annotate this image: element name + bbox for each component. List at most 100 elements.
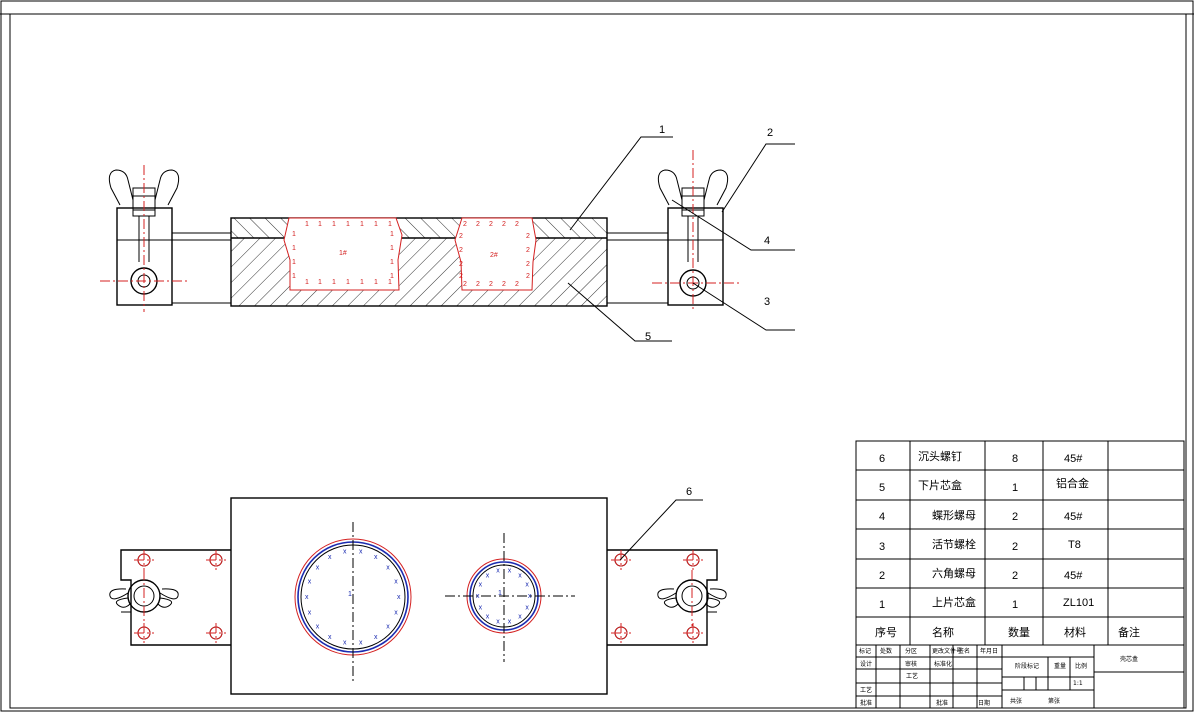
vent-mark: x	[374, 554, 378, 561]
svg-text:日期: 日期	[978, 699, 990, 707]
cavity-mark: 2	[526, 247, 530, 254]
cavity-mark: 1	[374, 221, 378, 228]
cavity-mark: 1	[360, 221, 364, 228]
cavity-mark: 1	[318, 221, 322, 228]
parts-row: 4 蝶形螺母 2 45#	[879, 508, 1083, 523]
vent-mark: x	[386, 624, 390, 631]
title-block: 标记 处数 分区 更改文件号 签名 年月日 设计 标准化 审核 工艺 工艺 批准…	[855, 644, 1185, 709]
parts-row: 5 下片芯盒 1 铝合金	[879, 476, 1089, 494]
cavity-mark: 1	[318, 279, 322, 286]
leader-lines-front	[567, 136, 795, 342]
svg-text:上片芯盒: 上片芯盒	[932, 595, 976, 609]
cavity-1-plan	[294, 522, 412, 682]
cavity-mark: 2	[526, 273, 530, 280]
cavity-2-plan	[445, 533, 575, 662]
drawing-frame	[9, 13, 1187, 709]
callout-4: 4	[764, 235, 770, 247]
svg-text:工艺: 工艺	[860, 686, 872, 694]
svg-text:45#: 45#	[1064, 511, 1083, 523]
cavity-1-center-mark: 1	[348, 591, 352, 598]
svg-text:共张: 共张	[1010, 697, 1022, 705]
svg-text:45#: 45#	[1064, 570, 1083, 582]
svg-text:处数: 处数	[880, 647, 892, 655]
cavity-mark: 1	[388, 221, 392, 228]
vent-mark: x	[343, 549, 347, 556]
cavity-mark: 2	[502, 221, 506, 228]
svg-text:1: 1	[879, 599, 885, 611]
svg-text:六角螺母: 六角螺母	[932, 567, 976, 580]
cavity-mark: 1	[388, 279, 392, 286]
svg-text:蝶形螺母: 蝶形螺母	[932, 508, 976, 522]
svg-text:沉头螺钉: 沉头螺钉	[918, 450, 962, 463]
svg-text:T8: T8	[1068, 539, 1081, 551]
vent-mark: x	[328, 554, 332, 561]
vent-mark: x	[479, 582, 483, 589]
cavity-mark: 2	[526, 233, 530, 240]
svg-text:重量: 重量	[1054, 662, 1066, 670]
svg-text:批准: 批准	[936, 699, 948, 707]
callout-2: 2	[767, 127, 773, 139]
vent-mark: x	[394, 610, 398, 617]
cavity-mark: 2	[463, 221, 467, 228]
svg-text:2: 2	[879, 570, 885, 582]
vent-mark: x	[476, 593, 480, 600]
vent-mark: x	[508, 568, 512, 575]
svg-text:更改文件号: 更改文件号	[932, 647, 962, 655]
vent-mark: x	[518, 573, 522, 580]
cavity-mark: 1	[332, 279, 336, 286]
parts-row: 3 活节螺栓 2 T8	[879, 537, 1081, 553]
vent-mark: x	[479, 604, 483, 611]
vent-mark: x	[386, 564, 390, 571]
cavity-2	[455, 218, 536, 290]
cavity-mark: 2	[489, 281, 493, 288]
vent-mark: x	[305, 594, 309, 601]
cavity-mark: 2	[489, 221, 493, 228]
svg-text:标记: 标记	[859, 647, 871, 655]
cavity-mark: 1	[292, 245, 296, 252]
vent-mark: x	[397, 594, 401, 601]
vent-mark: x	[359, 549, 363, 556]
callout-5: 5	[645, 331, 651, 343]
svg-text:签名: 签名	[958, 647, 970, 655]
cavity-mark: 1	[292, 231, 296, 238]
svg-text:序号: 序号	[875, 625, 897, 639]
svg-text:8: 8	[1012, 453, 1018, 465]
vent-mark: x	[343, 639, 347, 646]
cavity-mark: 1	[390, 259, 394, 266]
screw-holes	[134, 550, 703, 643]
cavity-mark: 1	[292, 259, 296, 266]
cavity-mark: 2	[459, 233, 463, 240]
vent-mark: x	[316, 564, 320, 571]
cavity-mark: 2	[515, 281, 519, 288]
cavity-mark: 2	[526, 261, 530, 268]
svg-text:设计: 设计	[860, 660, 872, 668]
svg-text:比例: 比例	[1075, 662, 1087, 670]
parts-row: 2 六角螺母 2 45#	[879, 567, 1083, 582]
vent-mark: x	[308, 578, 312, 585]
parts-list: 6 沉头螺钉 8 45# 5 下片芯盒 1 铝合金 4 蝶形螺母 2 45# 3…	[855, 440, 1185, 646]
svg-text:45#: 45#	[1064, 453, 1083, 465]
cavity-mark: 1	[305, 279, 309, 286]
svg-text:第张: 第张	[1048, 697, 1060, 705]
svg-text:5: 5	[879, 482, 885, 494]
cavity-mark: 1	[360, 279, 364, 286]
left-clamp	[108, 169, 231, 306]
parts-row: 6 沉头螺钉 8 45#	[879, 450, 1083, 465]
svg-text:工艺: 工艺	[906, 672, 918, 680]
svg-text:备注: 备注	[1118, 625, 1140, 639]
vent-mark: x	[508, 618, 512, 625]
vent-mark: x	[359, 639, 363, 646]
callout-6: 6	[686, 486, 692, 498]
cavity-2-label: 2#	[490, 252, 498, 259]
parts-header-row: 序号 名称 数量 材料 备注	[875, 625, 1140, 639]
vent-mark: x	[518, 613, 522, 620]
cavity-mark: 2	[459, 247, 463, 254]
svg-text:下片芯盒: 下片芯盒	[918, 478, 962, 492]
vent-mark: x	[486, 573, 490, 580]
cavity-1-label: 1#	[339, 250, 347, 257]
